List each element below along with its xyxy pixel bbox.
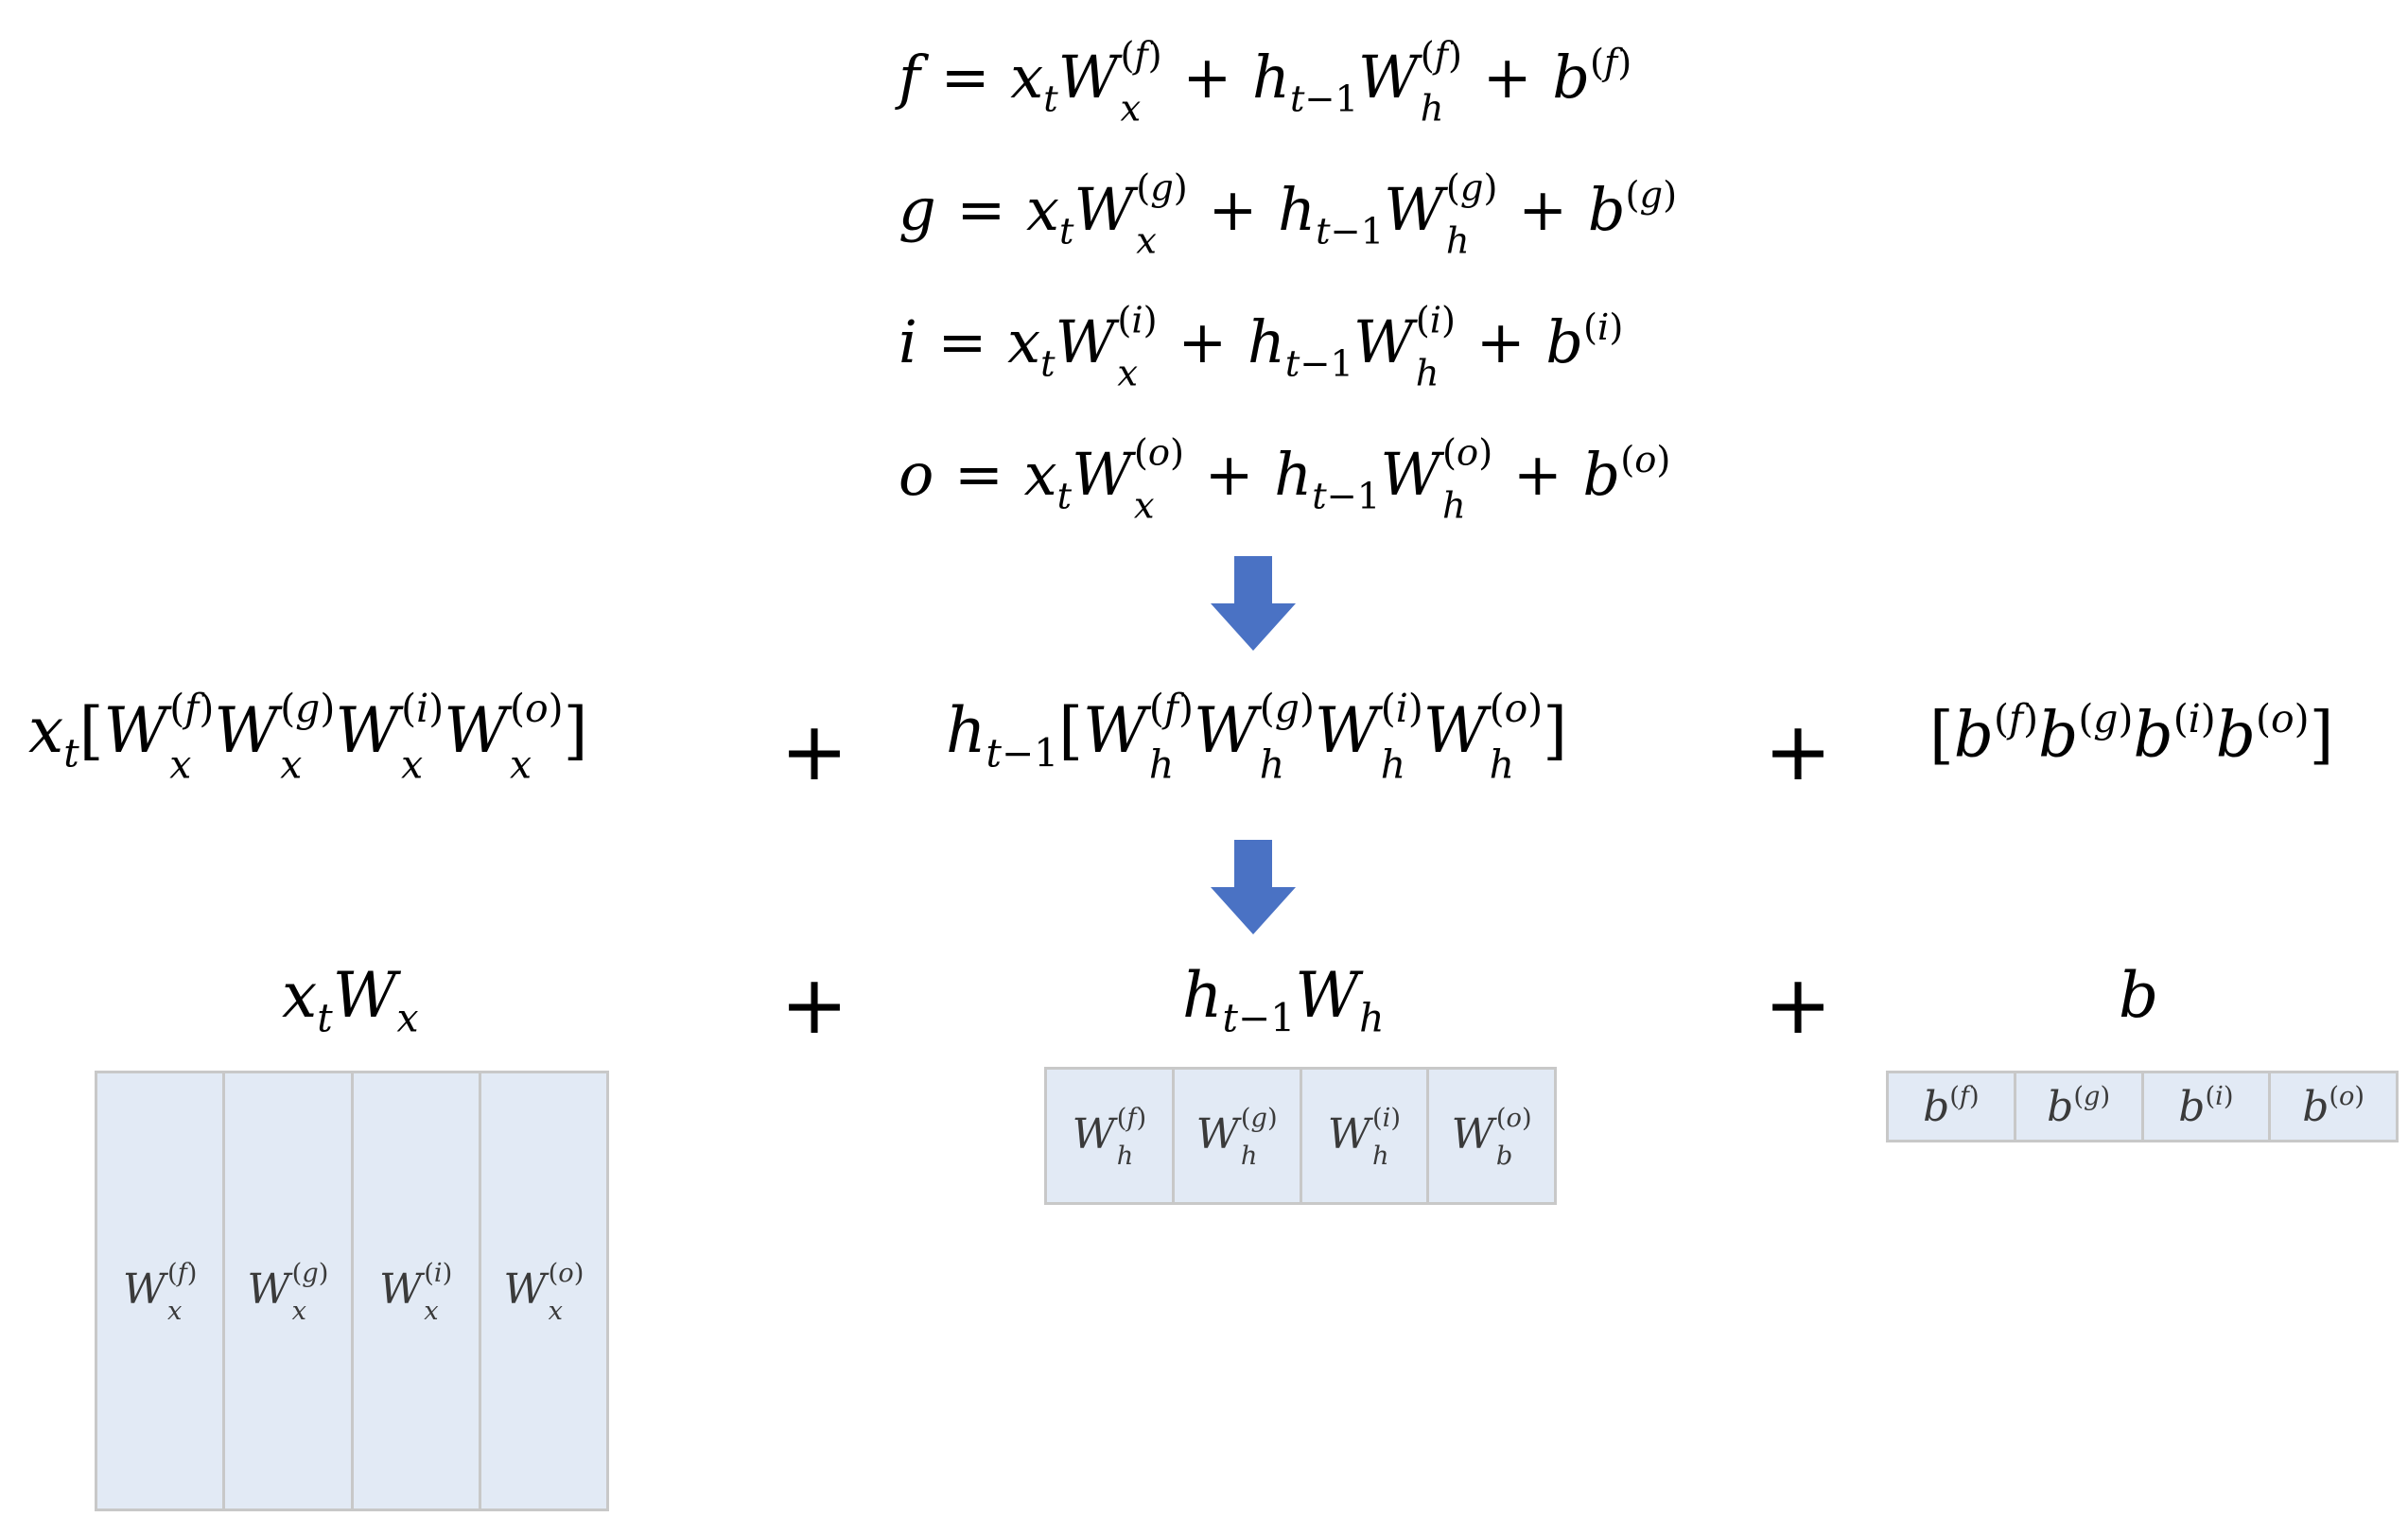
term-xt-wx: xtWx <box>282 959 419 1041</box>
down-arrow-icon <box>1211 840 1296 934</box>
down-arrow-icon <box>1211 556 1296 651</box>
equation-f: f=xtW(f)x+ht−1W(f)h+b(f) <box>899 34 1632 131</box>
equation-lhs: i <box>899 306 917 376</box>
term-b: b <box>2119 959 2159 1032</box>
wx-cell: W(f)x <box>97 1073 226 1508</box>
b-cell: b(i) <box>2144 1073 2272 1140</box>
wh-cell: W(f)h <box>1047 1070 1175 1202</box>
b-cell: b(o) <box>2302 1082 2365 1131</box>
b-vector: b(f)b(g)b(i) b(o) <box>1886 1071 2399 1142</box>
plus-sign: + <box>1764 958 1833 1053</box>
term-ht-wh: ht−1Wh <box>1182 959 1385 1041</box>
equation-lhs: g <box>899 174 936 244</box>
b-cell: b(g) <box>2016 1073 2144 1140</box>
equation-lhs: f <box>899 42 920 112</box>
wh-cell: W(i)h <box>1302 1070 1430 1202</box>
equation-i: i=xtW(i)x+ht−1W(i)h+b(i) <box>899 299 1624 395</box>
concat-b-term: [b(f)b(g)b(i)b(o)] <box>1929 696 2334 772</box>
wx-cell: W(o)x <box>503 1259 585 1327</box>
plus-sign: + <box>780 958 849 1053</box>
wx-cell: W(g)x <box>225 1073 354 1508</box>
wh-cell: W(o)b <box>1451 1104 1532 1172</box>
equation-o: o=xtW(o)x+ht−1W(o)h+b(o) <box>899 431 1671 528</box>
wh-cell: W(g)h <box>1175 1070 1302 1202</box>
wx-cell: W(i)x <box>354 1073 481 1508</box>
b-cell: b(f) <box>1889 1073 2016 1140</box>
equation-lhs: o <box>899 439 934 509</box>
plus-sign: + <box>780 705 849 799</box>
equation-g: g=xtW(g)x+ht−1W(g)h+b(g) <box>899 166 1678 263</box>
plus-sign: + <box>1764 705 1833 799</box>
